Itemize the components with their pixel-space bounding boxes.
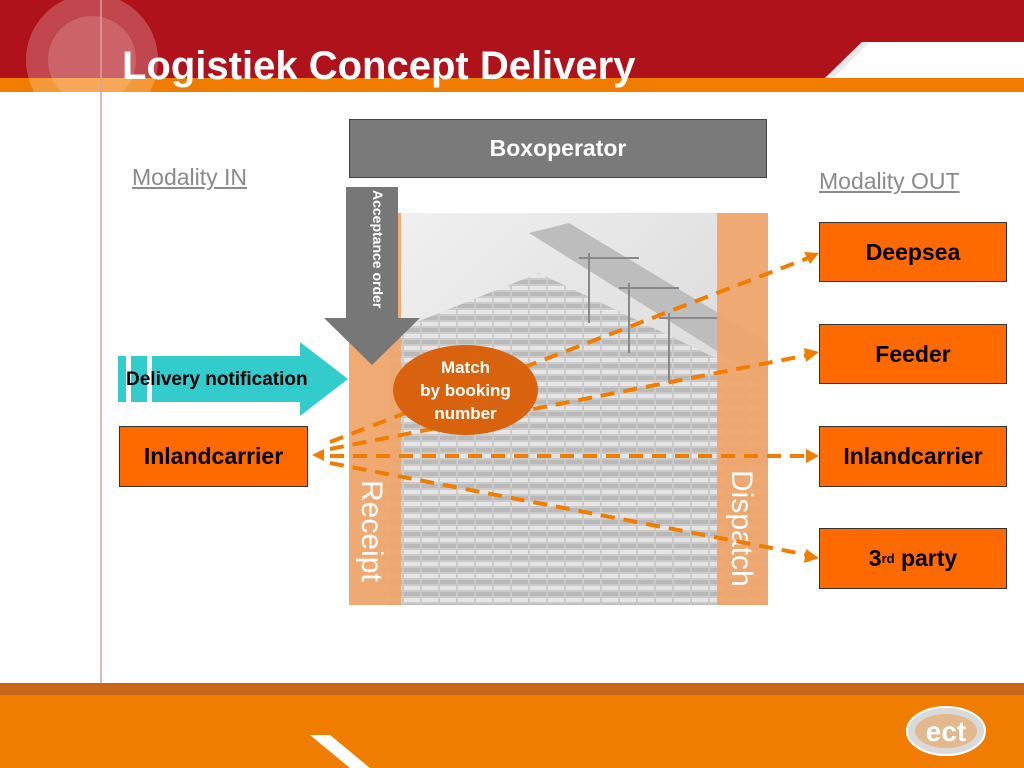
modality-out-label[interactable]: Modality OUT (819, 168, 960, 194)
modality-in-label[interactable]: Modality IN (132, 164, 248, 190)
deepsea-box: Deepsea (819, 222, 1007, 282)
slide-title: Logistiek Concept Delivery (122, 44, 636, 88)
inlandcarrier-in-box: Inlandcarrier (119, 426, 308, 487)
inlandcarrier-out-box: Inlandcarrier (819, 426, 1007, 487)
receipt-label: Receipt (355, 480, 388, 582)
delivery-notification-arrow (118, 342, 348, 416)
match-line-3: number (434, 403, 497, 423)
feeder-box: Feeder (819, 324, 1007, 384)
acceptance-order-arrow (324, 187, 420, 365)
boxoperator-box: Boxoperator (349, 119, 767, 178)
ect-logo: ect (906, 706, 986, 756)
match-line-2: by booking (420, 380, 511, 400)
acceptance-order-label: Acceptance order (370, 190, 386, 309)
third-party-word: party (900, 545, 958, 571)
third-party-suffix: rd (881, 551, 895, 566)
dispatch-label: Dispatch (725, 470, 758, 587)
ect-logo-text: ect (926, 716, 966, 747)
delivery-notification-label: Delivery notification (126, 369, 308, 390)
match-bubble: Match by booking number (393, 345, 538, 435)
third-party-number: 3 (868, 545, 882, 571)
match-line-1: Match (440, 357, 491, 377)
